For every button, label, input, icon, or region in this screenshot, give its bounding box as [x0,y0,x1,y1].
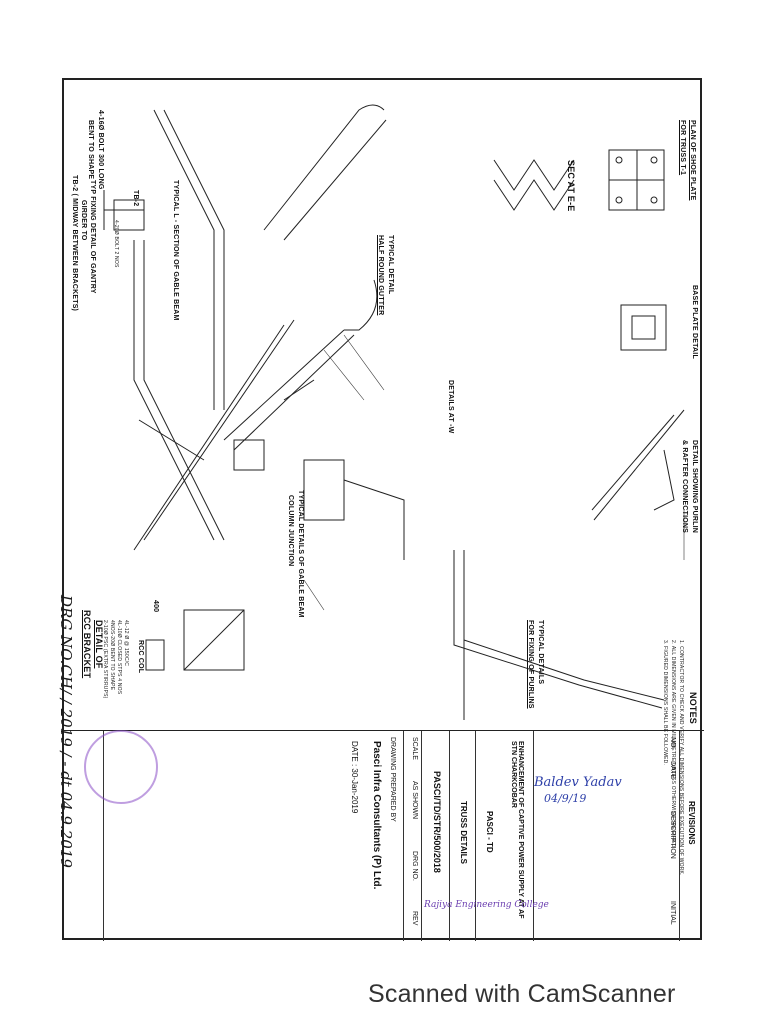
label-gable-column-2: COLUMN JUNCTION [287,495,294,567]
label-for-truss: FOR TRUSS T-1 [679,120,686,176]
tb-scale-label: SCALE [411,737,418,760]
scanner-footer: Scanned with CamScanner [368,980,676,1008]
rotated-drawing: NOTES 1. CONTRACTOR TO CHECK AND VERIFY … [64,80,704,942]
label-rcc-col: RCC COL [137,640,144,674]
label-sec-ee: SEC AT E-E [566,160,576,212]
tb-drg-label: DRG NO. [411,851,418,881]
signature-name: Baldev Yadav [534,775,622,790]
label-gable-beam: TYPICAL L - SECTION OF GABLE BEAM [172,180,179,321]
tb-col-no: NO. [669,737,676,750]
label-base-plate: BASE PLATE DETAIL [691,285,698,359]
tb-rev-label: REV [411,911,418,926]
label-bar-note-1: 4L-12 Ø @ 150C/C [123,620,129,667]
label-tb2: TB-2 [132,190,139,207]
tb-date: DATE : 30-Jan-2019 [350,741,359,814]
drawing-sheet: NOTES 1. CONTRACTOR TO CHECK AND VERIFY … [62,78,704,942]
linework [103,104,685,720]
label-typical-detail: TYPICAL DETAIL [387,235,394,295]
label-gable-column-1: TYPICAL DETAILS OF GABLE BEAM [297,490,304,618]
label-details-at-w: DETAILS AT -W [447,380,454,434]
tb-client: PASCI - TD [485,811,494,853]
tb-revisions: REVISIONS [687,801,696,845]
tb-sheet-title: TRUSS DETAILS [459,801,468,864]
signature-date: 04/9/19 [544,792,587,805]
tb-col-date: DATE [669,761,676,780]
label-purlin-rafter-2: & RAFTER CONNECTIONS [681,440,688,534]
label-plate-note: 4-20Ø BOLT 2 NOS [113,220,119,268]
college-stamp [84,730,158,804]
tb-prepared: DRAWING PREPARED BY [389,737,396,822]
label-bracket-dim: 400 [152,600,159,613]
label-bar-note-3: 4NOS-20Ø BENT TO SHAPE [109,620,115,691]
label-bolt-note-1: 4-16Ø BOLT 300 LONG [97,110,104,190]
stamp-text: Rajiya Engineering College [424,900,549,910]
label-half-round-gutter: HALF ROUND GUTTER [377,235,384,316]
label-rcc-bracket-2: RCC BRACKET [82,610,92,679]
tb-drawing-no: PASCI/TD/STR/500/2018 [432,771,442,873]
label-typical-details-purlins-2: FOR FIXING OF PURLINS [527,620,534,709]
label-bar-note-2: 4L-10Ø CLOSED STPS 4 NOS [116,620,122,695]
label-bar-note-4: 2-10Ø PSC (EXTRA STIRRUPS) [102,620,108,699]
tb-col-initial: INITIAL [669,901,676,925]
label-gantry-1: TYP FIXING DETAIL OF GANTRY [89,180,96,294]
label-bolt-note-2: BENT TO SHAPE [87,120,94,180]
title-block: REVISIONS NO. DATE DESCRIPTION INITIAL E… [64,730,704,941]
label-purlin-rafter-1: DETAIL SHOWING PURLIN [691,440,698,533]
label-typical-details-purlins-1: TYPICAL DETAILS [537,620,544,685]
label-gantry-2: GIRDER TO [80,200,87,241]
label-plan-shoe-plate: PLAN OF SHOE PLATE [689,120,696,201]
tb-scale-value: AS SHOWN [411,781,418,820]
handwritten-drg-number: DRG NO.CH/ / 2019 / - dt 04.9.2019 [57,595,75,868]
label-gantry-3: TB-2 ( MIDWAY BETWEEN BRACKETS) [71,175,78,312]
tb-col-description: DESCRIPTION [669,811,676,859]
tb-consultant: Pasci Infra Consultants (P) Ltd. [371,741,382,890]
